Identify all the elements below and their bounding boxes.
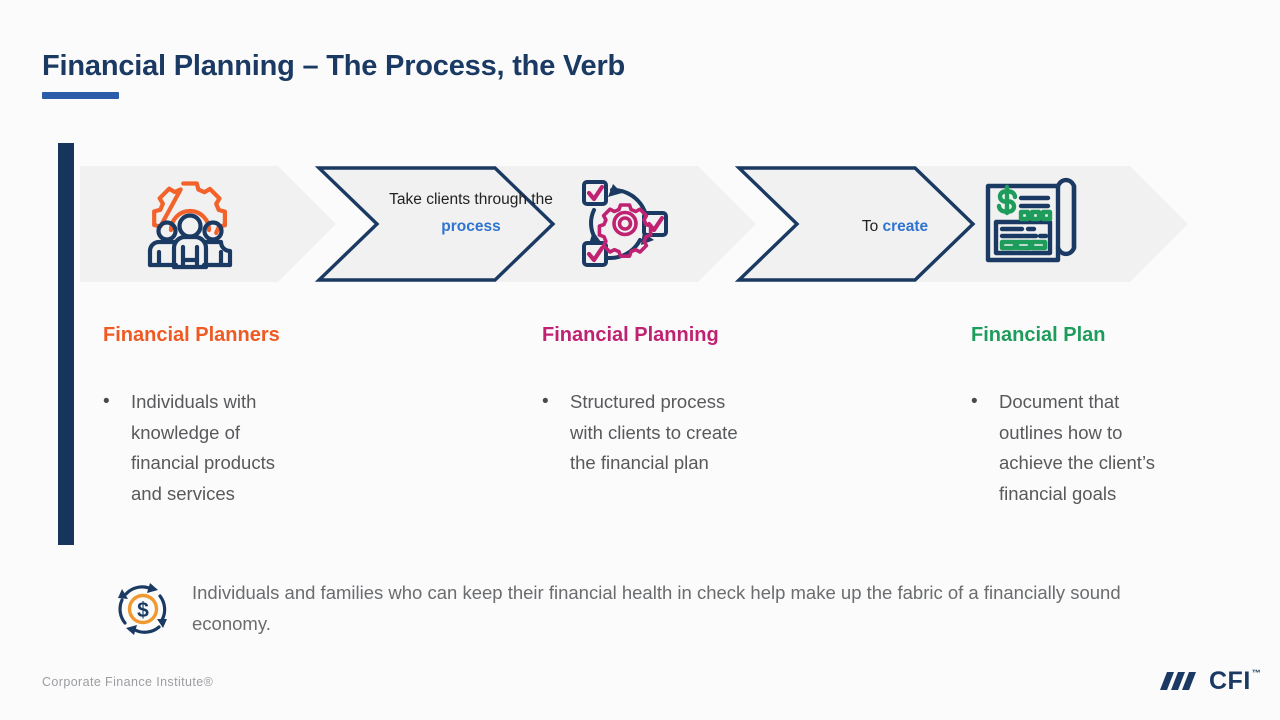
list-item: • Document that outlines how to achieve … <box>971 387 1231 509</box>
bottom-note: $ Individuals and families who can keep … <box>112 578 1182 645</box>
left-accent-bar <box>58 143 74 545</box>
chevron-label-to-create-highlight: create <box>882 218 929 235</box>
people-gear-icon <box>140 174 240 274</box>
bullet-text: Document that outlines how to achieve th… <box>999 391 1155 504</box>
svg-text:$: $ <box>137 599 149 622</box>
column-financial-plan: Financial Plan • Document that outlines … <box>971 324 1231 509</box>
column-heading-planners: Financial Planners <box>103 324 280 346</box>
bullet-marker: • <box>971 391 978 412</box>
cfi-logo-bars-icon <box>1160 672 1196 690</box>
chevron-label-to-create: To create <box>800 213 990 240</box>
column-financial-planning: Financial Planning • Structured process … <box>542 324 872 479</box>
chevron-step-take-clients[interactable] <box>314 166 556 282</box>
list-item: • Structured process with clients to cre… <box>542 387 872 479</box>
title-underline-accent <box>42 92 119 99</box>
page-title: Financial Planning – The Process, the Ve… <box>42 50 626 82</box>
process-band-shapes <box>80 166 1188 282</box>
bullet-marker: • <box>542 391 549 412</box>
column-financial-planners: Financial Planners • Individuals with kn… <box>103 324 433 509</box>
bottom-note-text: Individuals and families who can keep th… <box>192 582 1121 634</box>
bullet-text: Structured process with clients to creat… <box>570 391 738 473</box>
bullet-marker: • <box>103 391 110 412</box>
column-heading-plan: Financial Plan <box>971 324 1106 346</box>
chevron-step-to-create[interactable] <box>734 166 976 282</box>
chevron-label-take-clients-highlight: process <box>441 218 501 235</box>
bullet-text: Individuals with knowledge of financial … <box>131 391 275 504</box>
footer-credit: Corporate Finance Institute® <box>42 675 214 689</box>
process-band: Take clients through the process To crea… <box>80 166 1190 282</box>
chevron-label-take-clients: Take clients through the process <box>386 186 556 240</box>
chevron-label-to-create-plain: To <box>861 218 883 235</box>
column-heading-planning: Financial Planning <box>542 324 719 346</box>
list-item: • Individuals with knowledge of financia… <box>103 387 433 509</box>
band-notch-2 <box>698 166 796 282</box>
cfi-logo-text: CFI™ <box>1209 666 1262 695</box>
cycle-target-checklist-icon <box>577 176 673 272</box>
cfi-logo: CFI™ <box>1158 668 1261 694</box>
cfi-logo-tm: ™ <box>1251 667 1262 678</box>
dollar-cycle-icon: $ <box>112 578 174 645</box>
cfi-logo-word: CFI <box>1209 666 1251 695</box>
chevron-label-take-clients-plain: Take clients through the <box>389 191 553 208</box>
financial-document-icon <box>982 174 1080 272</box>
band-notch-1 <box>278 166 376 282</box>
